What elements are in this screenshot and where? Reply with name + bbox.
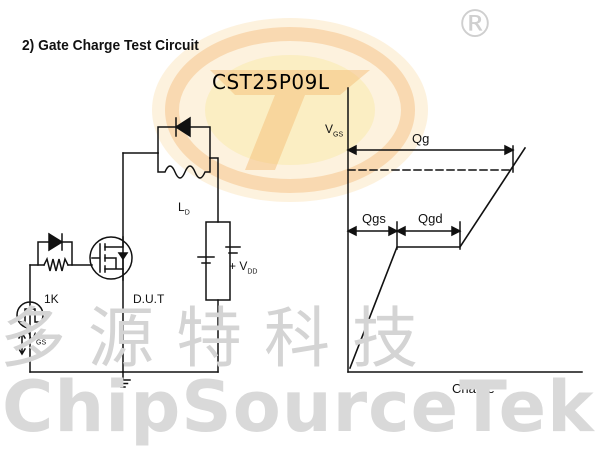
gate-diode-icon — [48, 232, 64, 252]
vgs-arrow-icon — [17, 331, 27, 356]
x-axis-label: Charge — [452, 381, 495, 396]
device-label: D.U.T — [133, 292, 165, 306]
resistor-label: 1K — [44, 292, 59, 306]
qg-dimension-arrow — [346, 144, 515, 156]
qgd-label: Qgd — [418, 211, 443, 226]
watermark-chinese: 多源特科技 — [0, 300, 440, 377]
qgs-label: Qgs — [362, 211, 386, 226]
circuit-wire-right — [209, 157, 219, 223]
pulse-source-icon — [16, 301, 44, 329]
battery-icon — [197, 246, 241, 264]
mosfet-body-diode-icon — [117, 252, 129, 261]
inductor-icon — [157, 152, 211, 179]
supply-box-icon — [205, 221, 231, 301]
ground-icon — [115, 371, 131, 388]
resistor-icon — [42, 256, 70, 272]
part-number: CST25P09L — [212, 70, 330, 94]
watermark-english: ChipSourceTek — [2, 366, 595, 448]
supply-label: + VDD — [229, 259, 258, 276]
inductor-diode-icon — [174, 116, 191, 138]
mosfet-channel-icon — [104, 236, 124, 281]
page-title: 2) Gate Charge Test Circuit — [22, 37, 199, 54]
inductor-label: LD — [178, 200, 190, 217]
y-axis-label: VGS — [325, 122, 344, 139]
qg-label: Qg — [412, 131, 430, 146]
registered-mark: ® — [456, 2, 494, 46]
vgs-curve — [348, 146, 527, 370]
pulse-wave-icon — [20, 308, 40, 323]
watermark-logo-icon — [152, 18, 428, 202]
gate-source-label: VGS — [28, 330, 47, 347]
mosfet-icon — [89, 236, 133, 280]
mosfet-gate-icon — [91, 243, 106, 273]
qgs-qgd-dimension-arrow — [346, 225, 462, 237]
